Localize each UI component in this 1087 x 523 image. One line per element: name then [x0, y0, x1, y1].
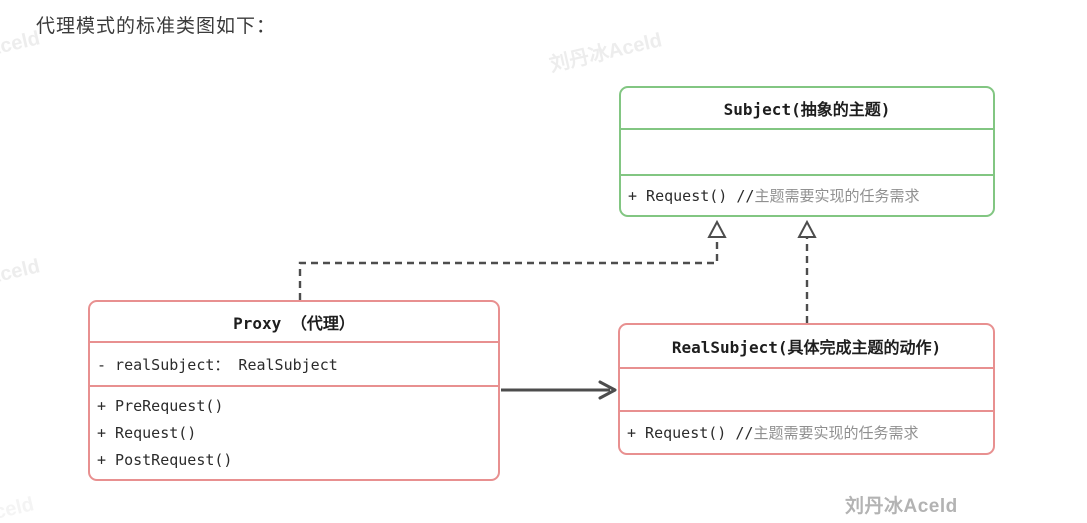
proxy-methods-section: + PreRequest() + Request() + PostRequest…: [90, 387, 498, 479]
subject-method: + Request() //: [628, 186, 755, 205]
class-box-subject: Subject(抽象的主题) + Request() //主题需要实现的任务需求: [619, 86, 995, 217]
class-box-proxy: Proxy （代理） - realSubject： RealSubject + …: [88, 300, 500, 481]
proxy-method: + PostRequest(): [97, 451, 233, 469]
page-title: 代理模式的标准类图如下：: [36, 16, 277, 37]
realsubject-methods-section: + Request() //主题需要实现的任务需求: [620, 412, 993, 453]
proxy-to-realsubject-arrowhead: [598, 380, 617, 400]
realsubject-attributes-section: [620, 369, 993, 412]
subject-methods-section: + Request() //主题需要实现的任务需求: [621, 176, 993, 215]
watermark-top-middle: 刘丹冰Aceld: [547, 29, 665, 77]
proxy-method: + Request(): [97, 424, 197, 442]
proxy-to-subject-dashed-line: [298, 234, 719, 300]
subject-class-name: Subject(抽象的主题): [621, 88, 993, 130]
proxy-attribute: - realSubject： RealSubject: [97, 355, 338, 374]
author-signature: 刘丹冰Aceld: [845, 496, 958, 517]
class-box-realsubject: RealSubject(具体完成主题的动作) + Request() //主题需…: [618, 323, 995, 455]
proxy-class-name: Proxy （代理）: [90, 302, 498, 343]
watermark-mid-left: 刘丹冰Aceld: [0, 255, 43, 303]
proxy-attributes-section: - realSubject： RealSubject: [90, 343, 498, 387]
realsubject-method: + Request() //: [627, 423, 754, 442]
realsubject-class-name: RealSubject(具体完成主题的动作): [620, 325, 993, 369]
watermark-bottom-left: 刘丹冰Aceld: [0, 493, 37, 523]
subject-attributes-section: [621, 130, 993, 176]
subject-method-comment: 主题需要实现的任务需求: [754, 187, 920, 205]
realsubject-to-subject-arrowhead: [797, 219, 817, 238]
proxy-method: + PreRequest(): [97, 397, 224, 415]
proxy-to-subject-arrowhead: [707, 219, 727, 238]
realsubject-method-comment: 主题需要实现的任务需求: [753, 424, 919, 442]
